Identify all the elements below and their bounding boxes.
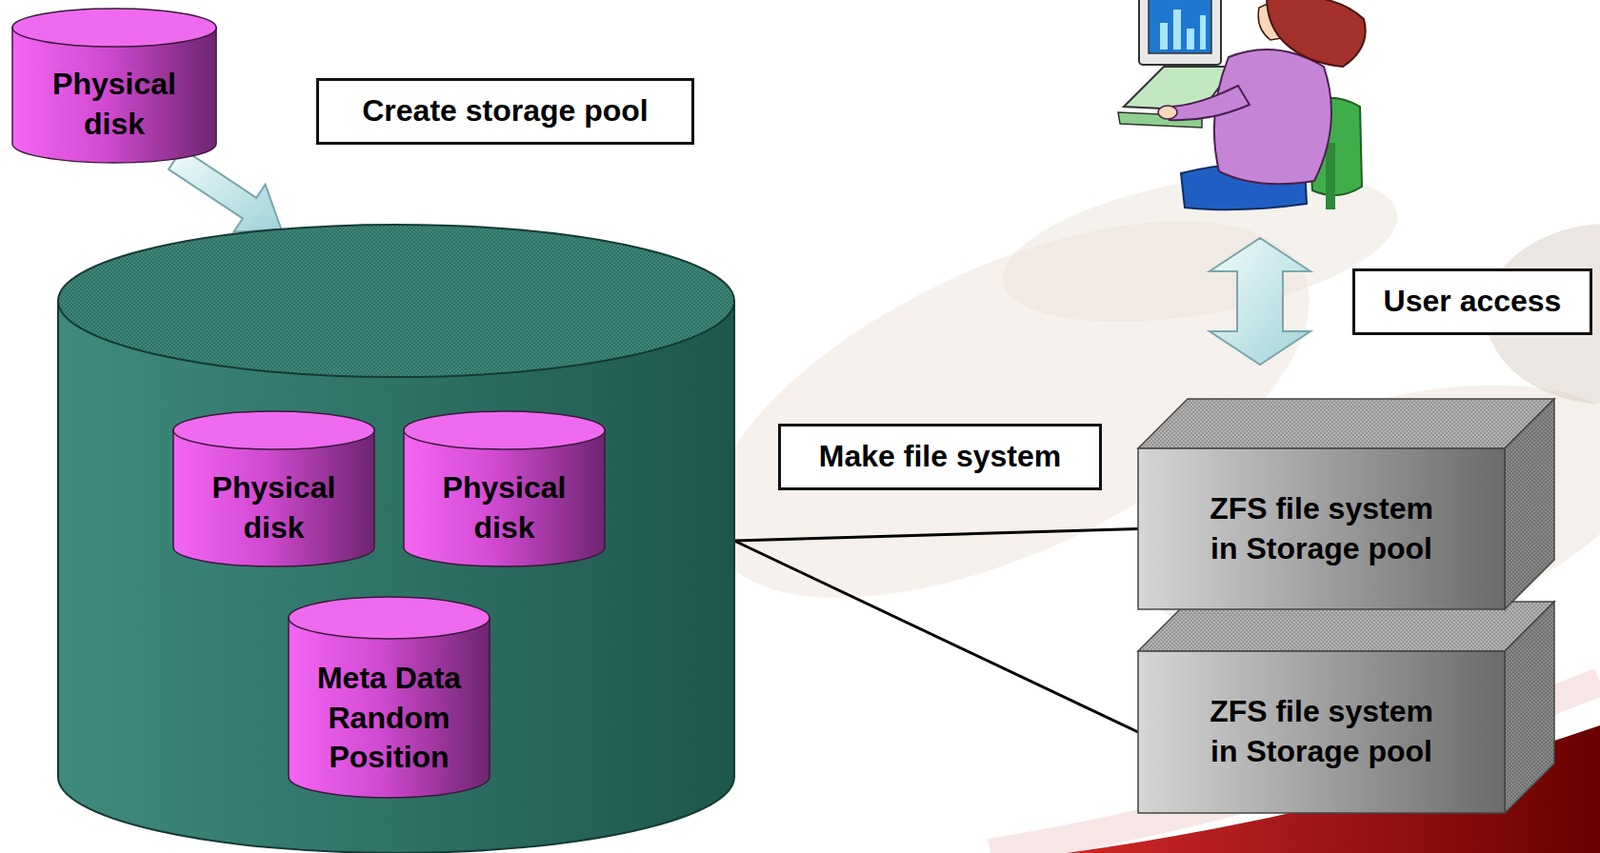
- connector-line: [734, 540, 1139, 733]
- node-text: ZFS file system in Storage pool: [1200, 692, 1443, 772]
- node-text: Make file system: [819, 437, 1061, 478]
- disk-cylinder: Physical disk: [12, 8, 217, 163]
- cylinder-top: [58, 224, 735, 378]
- box-top-face: [1138, 399, 1555, 449]
- box-front-face: [1138, 448, 1505, 610]
- block-arrow: [168, 148, 281, 232]
- disk-cylinder: Meta Data Random Position: [288, 597, 490, 799]
- cylinder-top: [403, 411, 605, 450]
- monitor-screen: [1148, 0, 1212, 54]
- box-side-face: [1504, 601, 1555, 814]
- node-text: Physical disk: [202, 468, 346, 548]
- box-side-face: [1504, 399, 1555, 610]
- torso: [1214, 49, 1332, 184]
- user-clipart: [1118, 0, 1366, 210]
- file-system-box: ZFS file system in Storage pool: [1138, 448, 1505, 610]
- hair: [1266, 0, 1366, 67]
- chair-post: [1325, 142, 1336, 210]
- cylinder-body: [12, 27, 217, 163]
- cylinder-top: [12, 8, 217, 47]
- node-text: Physical disk: [433, 468, 577, 548]
- box-top-face: [1138, 601, 1555, 652]
- file-system-box-outline: [1138, 448, 1505, 610]
- node-text: User access: [1383, 281, 1562, 322]
- screen-bar: [1173, 9, 1181, 50]
- screen-bar: [1186, 28, 1195, 50]
- node-text: Physical disk: [42, 64, 186, 144]
- label-box: Create storage pool: [316, 78, 695, 145]
- label-box: Make file system: [778, 423, 1102, 491]
- box-front-face: [1138, 651, 1505, 814]
- arm: [1169, 85, 1250, 120]
- double-arrow: [1209, 238, 1311, 365]
- screen-bar: [1200, 15, 1206, 50]
- cylinder-body: [58, 300, 735, 853]
- storage-pool-cylinder: Physical disk Physical diskMeta Data Rand…: [58, 224, 735, 853]
- screen-bar: [1160, 22, 1168, 50]
- file-system-box: ZFS file system in Storage pool: [1138, 651, 1505, 814]
- cylinder-body: [173, 430, 375, 567]
- cylinder-top: [288, 597, 490, 640]
- connector-line: [734, 529, 1139, 542]
- monitor: [1139, 0, 1221, 65]
- disk-cylinder: Physical disk: [403, 411, 605, 567]
- cylinder-body: [288, 618, 490, 799]
- disk-cylinder: Physical disk: [173, 411, 375, 567]
- file-system-box-outline: [1138, 651, 1505, 814]
- cylinder-top: [173, 411, 375, 450]
- node-text: ZFS file system in Storage pool: [1200, 489, 1443, 569]
- label-box: User access: [1352, 268, 1593, 336]
- node-text: Create storage pool: [361, 91, 649, 132]
- hand: [1158, 105, 1178, 120]
- node-text: Meta Data Random Position: [305, 659, 473, 779]
- cylinder-body: [403, 430, 605, 567]
